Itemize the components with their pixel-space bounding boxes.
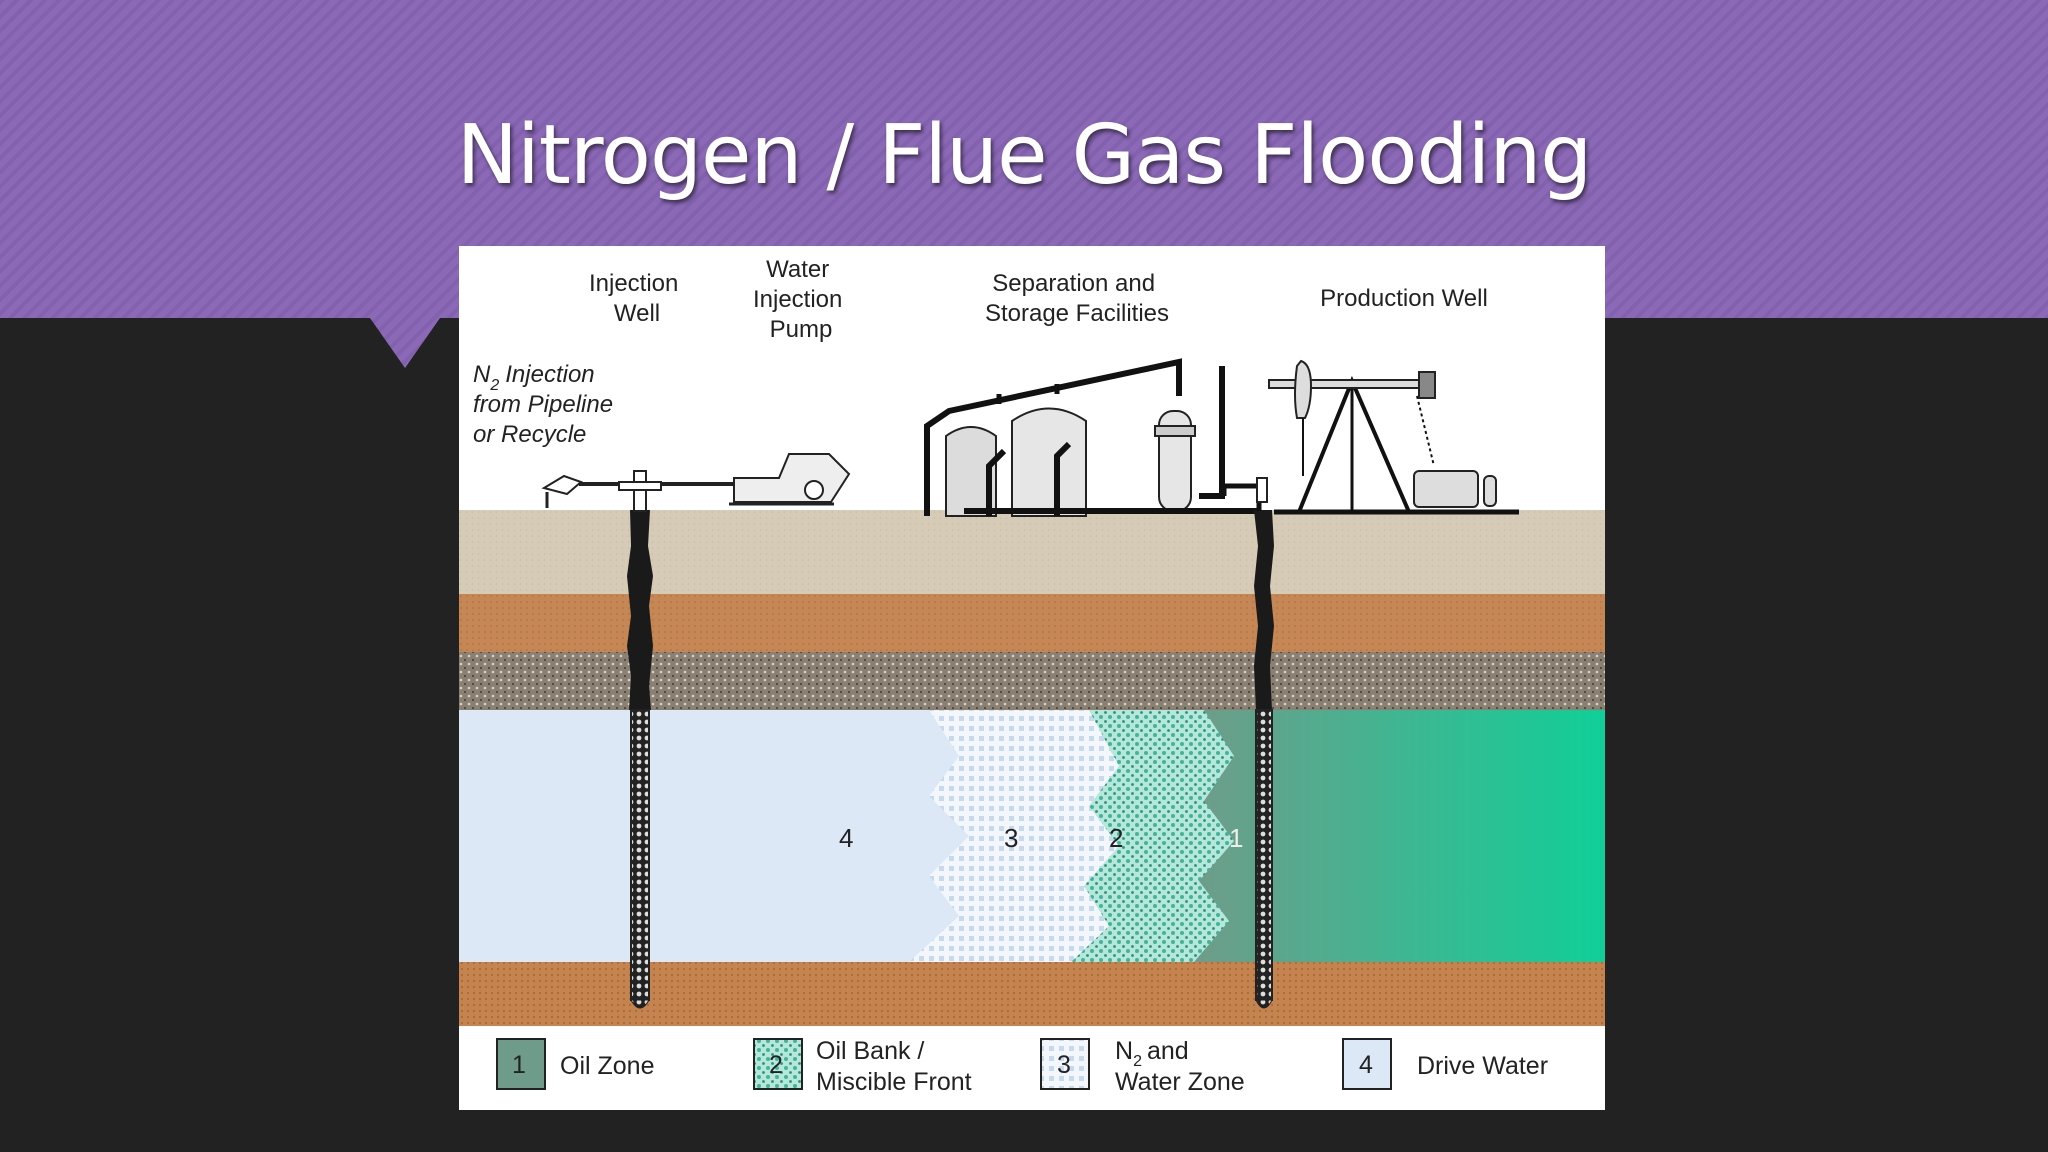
legend-item-4: 4 Drive Water xyxy=(1342,1038,1548,1090)
production-well-label: Production Well xyxy=(1320,285,1488,312)
separation-storage-label: Separation and Storage Facilities xyxy=(985,270,1169,327)
n2-subscript: 2 xyxy=(489,377,499,394)
pump-label-line3: Pump xyxy=(770,316,833,343)
legend-item-2: 2 Oil Bank / Miscible Front xyxy=(753,1037,972,1096)
legend-text-3-sub: 2 xyxy=(1133,1053,1142,1070)
storage-facilities-icon xyxy=(924,358,1259,517)
legend-text-3: N2 and Water Zone xyxy=(1115,1037,1245,1096)
n2-source-line2: from Pipeline xyxy=(473,391,613,418)
zone-label-1: 1 xyxy=(1229,823,1243,853)
n2-source-line3: or Recycle xyxy=(473,421,586,448)
zone-label-4: 4 xyxy=(839,823,853,853)
pump-label-line2: Injection xyxy=(753,286,842,313)
pump-jack-icon xyxy=(1268,359,1519,515)
production-well xyxy=(1221,477,1274,1009)
legend-text-4: Drive Water xyxy=(1417,1052,1548,1080)
zone-1-oil xyxy=(1194,710,1605,962)
separation-label-line1: Separation and xyxy=(992,270,1155,297)
n2-source-line1: Injection xyxy=(505,361,594,388)
legend: 1 Oil Zone 2 Oil Bank / Miscible Front 3… xyxy=(496,1037,1548,1096)
legend-text-2: Oil Bank / Miscible Front xyxy=(816,1037,972,1096)
n2-source-label: N2 Injection from Pipeline or Recycle xyxy=(473,361,620,448)
separation-label-line2: Storage Facilities xyxy=(985,300,1169,327)
legend-number-1: 1 xyxy=(512,1051,526,1079)
legend-text-3-n: N xyxy=(1115,1037,1133,1065)
injection-well-label: Injection Well xyxy=(589,270,685,327)
pump-label-line1: Water xyxy=(766,256,829,283)
legend-number-2: 2 xyxy=(769,1051,783,1079)
legend-item-1: 1 Oil Zone xyxy=(496,1038,654,1090)
legend-text-1: Oil Zone xyxy=(560,1052,654,1080)
n2-symbol: N xyxy=(473,361,491,388)
legend-number-4: 4 xyxy=(1359,1051,1373,1079)
diagram-panel: 4 3 2 1 xyxy=(459,246,1605,1110)
water-injection-pump-icon xyxy=(729,453,851,506)
legend-number-3: 3 xyxy=(1057,1051,1071,1079)
legend-item-3: 3 N2 and Water Zone xyxy=(1040,1037,1245,1096)
legend-text-3-line2: Water Zone xyxy=(1115,1068,1245,1096)
legend-text-2-line2: Miscible Front xyxy=(816,1068,972,1096)
flooding-diagram: 4 3 2 1 xyxy=(459,256,1605,1096)
water-injection-pump-label: Water Injection Pump xyxy=(753,256,849,343)
legend-text-3-line1: and xyxy=(1147,1037,1189,1065)
injection-well-label-line1: Injection xyxy=(589,270,678,297)
zone-label-2: 2 xyxy=(1109,823,1123,853)
injection-well xyxy=(541,470,734,1009)
legend-text-2-line1: Oil Bank / xyxy=(816,1037,924,1065)
zone-label-3: 3 xyxy=(1004,823,1018,853)
injection-well-label-line2: Well xyxy=(614,300,660,327)
slide-title: Nitrogen / Flue Gas Flooding xyxy=(456,108,1593,203)
